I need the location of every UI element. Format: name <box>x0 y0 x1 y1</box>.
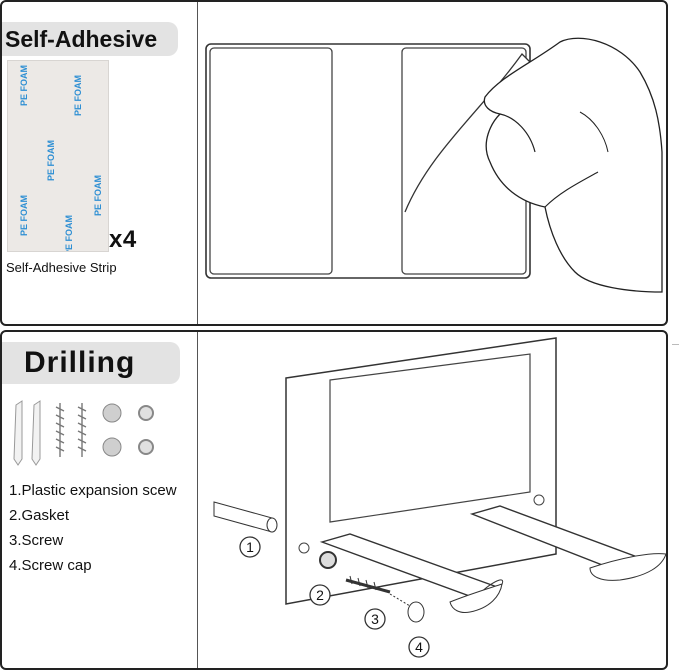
part-item: 1.Plastic expansion scew <box>9 482 177 499</box>
edge-mark <box>672 344 679 345</box>
drilling-panel: Drilling 1.Plastic expansion scew 2.Gask… <box>0 330 668 670</box>
strip-label: PE FOAM <box>64 214 74 252</box>
adhesive-strip-image: PE FOAM PE FOAM PE FOAM PE FOAM PE FOAM … <box>7 60 109 252</box>
drilling-title: Drilling <box>2 342 180 384</box>
quantity-label: x4 <box>109 226 137 253</box>
strip-caption: Self-Adhesive Strip <box>6 260 117 275</box>
callout-4: 4 <box>415 639 423 655</box>
strip-label: PE FOAM <box>19 194 29 236</box>
strip-label: PE FOAM <box>19 64 29 106</box>
callout-2: 2 <box>316 587 324 603</box>
hardware-kit-image <box>13 400 154 466</box>
self-adhesive-panel: Self-Adhesive PE FOAM PE FOAM PE FOAM PE… <box>0 0 668 326</box>
self-adhesive-title: Self-Adhesive <box>2 22 178 56</box>
strip-label: PE FOAM <box>46 139 56 181</box>
strip-label: PE FOAM <box>93 174 103 216</box>
strip-label: PE FOAM <box>73 74 83 116</box>
part-item: 4.Screw cap <box>9 557 92 574</box>
drilling-illustration: 1 2 3 4 <box>213 337 666 658</box>
callout-1: 1 <box>246 539 254 555</box>
panel-divider <box>197 2 198 324</box>
callout-3: 3 <box>371 611 379 627</box>
panel-divider <box>197 332 198 668</box>
part-item: 3.Screw <box>9 532 64 549</box>
adhesive-illustration <box>205 37 663 293</box>
part-item: 2.Gasket <box>9 507 70 524</box>
